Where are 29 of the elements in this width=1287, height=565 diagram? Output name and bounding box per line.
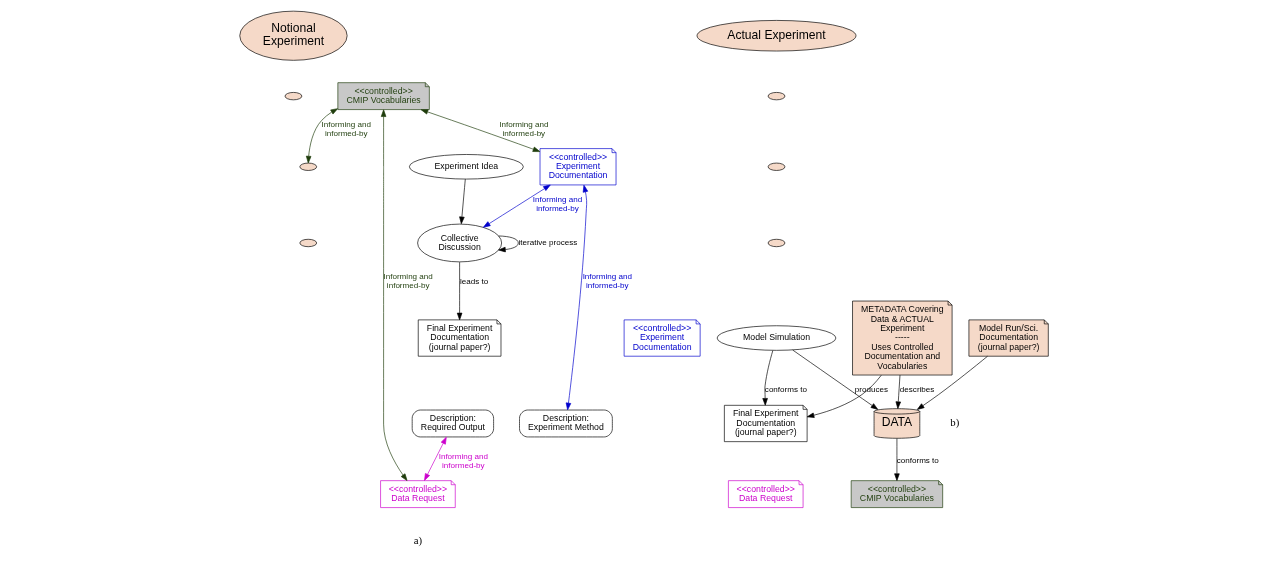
arrow [497,235,519,253]
node-ellipse [767,92,785,101]
arrow [806,374,882,418]
arrow [420,109,540,152]
label: a) [413,534,422,547]
arrow [423,436,447,481]
node-ellipse: Experiment Idea [408,154,524,180]
arrow [456,261,462,321]
node-ellipse [299,238,317,248]
node-ellipse [767,162,785,171]
arrow [305,108,338,164]
arrow [916,355,988,410]
node-ellipse: Actual Experiment [696,20,856,52]
arrow [761,350,773,406]
arrow [458,178,466,225]
label: b) [949,416,959,429]
arrow [893,438,900,481]
node-ellipse [299,162,317,171]
node-box: Description: Experiment Method [518,409,613,438]
node-ellipse: Notional Experiment [238,10,347,61]
node-ellipse: Model Simulation [716,325,836,351]
node-box: Description: Required Output [411,409,494,438]
arrow [565,184,588,411]
arrow [380,109,407,481]
node-ellipse [284,92,302,101]
arrow [482,184,551,228]
arrow [791,349,878,410]
arrow [895,374,901,409]
node-ellipse [767,238,785,248]
